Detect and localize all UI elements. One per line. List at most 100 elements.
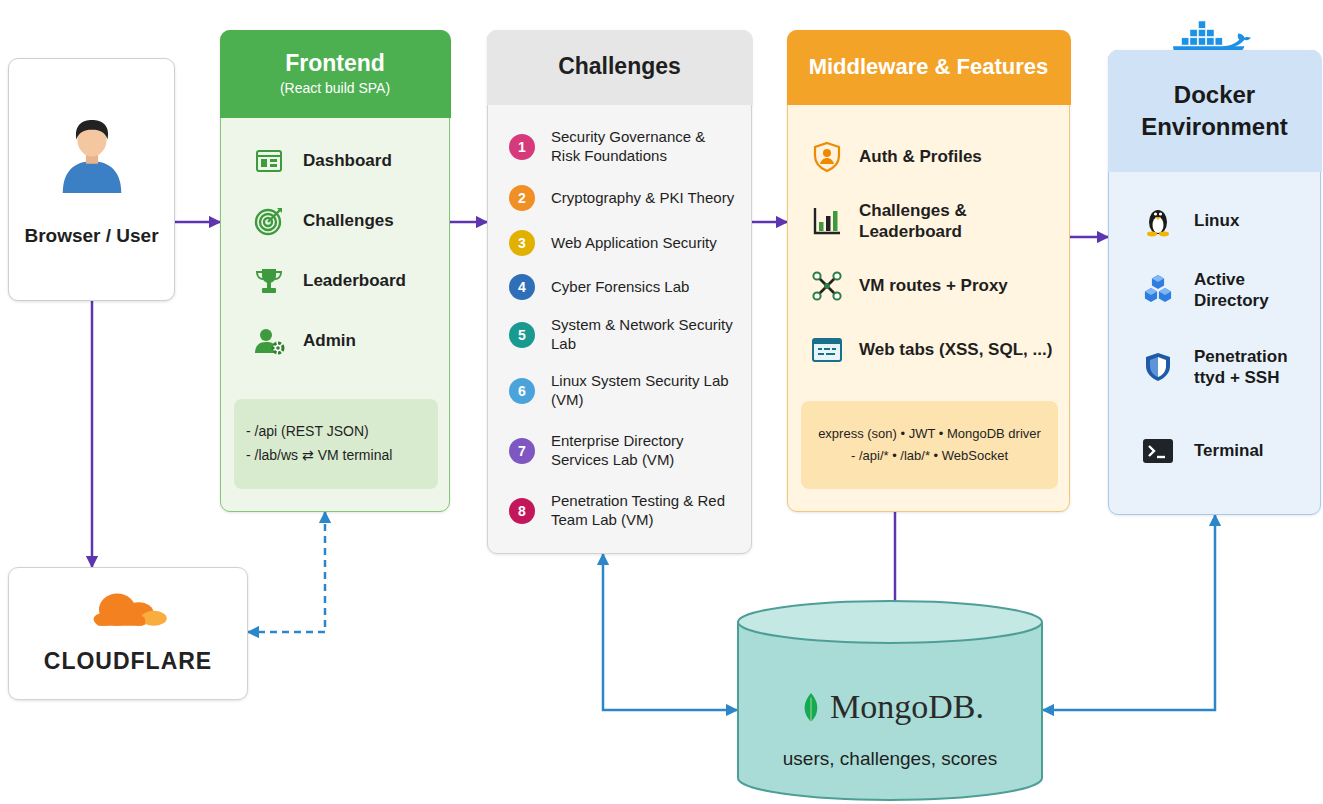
item-label: Penetration Testing & Red Team Lab (VM) (551, 492, 736, 530)
icon-part (141, 611, 167, 626)
icon-part (268, 210, 280, 222)
docker-panel: Docker EnvironmentLinuxActive DirectoryP… (1108, 50, 1321, 515)
label-wrap: CLOUDFLARE (13, 648, 243, 675)
icon-part (94, 613, 113, 626)
icon-part (1207, 29, 1214, 36)
icon-part (824, 283, 830, 289)
target-icon (253, 205, 285, 237)
icon-part (833, 292, 840, 299)
panel-title: Frontend (285, 49, 385, 79)
item-label: VM routes + Proxy (859, 275, 1008, 296)
icon-part (1145, 288, 1157, 302)
item-label: Cryptography & PKI Theory (551, 189, 734, 208)
icon-part (813, 272, 820, 279)
connector-arrow (752, 221, 787, 224)
icon-part (1145, 288, 1157, 295)
item-icon (253, 145, 285, 177)
item-icon (1142, 274, 1174, 306)
term-icon (1142, 435, 1174, 467)
panel-title: Docker Environment (1118, 79, 1312, 141)
callout-number: 5 (518, 328, 526, 342)
item-row: Leaderboard (303, 270, 441, 291)
item-label: Terminal (1194, 440, 1264, 461)
item-icon (1142, 351, 1174, 383)
icon-part (257, 272, 281, 279)
icon-part (820, 158, 834, 164)
icon-part (1149, 446, 1154, 456)
icon-part (277, 208, 282, 213)
icon-part (261, 159, 267, 167)
icon-part (1147, 232, 1157, 237)
linux-icon (1142, 205, 1174, 237)
item-icon (1142, 205, 1174, 237)
icon-part (1198, 21, 1205, 28)
cylinder-top (738, 601, 1042, 643)
icon-part (270, 159, 277, 162)
icon-part (1159, 288, 1171, 295)
icon-part (1157, 456, 1165, 458)
callout-number: 6 (509, 378, 535, 404)
icon-part (826, 216, 831, 231)
item-label: Active Directory (1194, 269, 1312, 312)
item-label: Admin (303, 330, 356, 351)
icon-part (813, 292, 820, 299)
callout-number: 4 (509, 274, 535, 300)
web-icon (811, 334, 843, 366)
icon-part (813, 339, 841, 344)
item-row: Security Governance & Risk Foundations (551, 128, 736, 166)
icon-part (1158, 357, 1166, 377)
dash-icon (253, 145, 285, 177)
item-label: Auth & Profiles (859, 146, 982, 167)
callout-number: 1 (509, 134, 535, 160)
logo-text: CLOUDFLARE (13, 648, 243, 675)
route-note: express (son) • JWT • MongoDB driver (813, 423, 1046, 445)
callout-number: 7 (509, 438, 535, 464)
item-row: Penetration ttyd + SSH (1194, 346, 1306, 389)
connector-arrow (91, 301, 94, 567)
route-note: - /api (REST JSON) (246, 420, 426, 444)
admin-icon (253, 325, 285, 357)
icon-part (273, 343, 283, 353)
icon-part (62, 161, 121, 193)
icon-part (1159, 288, 1171, 302)
icon-part (823, 149, 831, 157)
item-row: Challenges (303, 210, 441, 231)
icon-part (1152, 275, 1164, 282)
item-icon (253, 265, 285, 297)
callout-number: 4 (518, 280, 526, 294)
icon-part (1190, 29, 1197, 36)
item-label: System & Network Security Lab (551, 316, 736, 354)
panel-subtitle: (React build SPA) (280, 79, 390, 97)
database-cylinder: MongoDB.users, challenges, scores (737, 600, 1043, 800)
icon-part (819, 222, 824, 231)
icon-part (1153, 217, 1164, 233)
ad-icon (1142, 274, 1174, 306)
callout-number: 8 (518, 504, 526, 518)
label-wrap: users, challenges, scores (745, 748, 1035, 770)
item-icon (811, 141, 843, 173)
item-row: Active Directory (1194, 269, 1312, 312)
icon-part (811, 698, 812, 722)
icon-part (1143, 439, 1173, 463)
connector-arrow (603, 554, 737, 710)
item-row: Penetration Testing & Red Team Lab (VM) (551, 492, 736, 530)
callout-number: 7 (518, 444, 526, 458)
item-row: Cyber Forensics Lab (551, 278, 736, 297)
item-row: Linux System Security Lab (VM) (551, 372, 736, 410)
icon-part (1155, 217, 1161, 220)
item-label: Security Governance & Risk Foundations (551, 128, 736, 166)
callout-number: 5 (509, 322, 535, 348)
item-label: Challenges & Leaderboard (859, 200, 1061, 243)
item-label: Leaderboard (303, 270, 406, 291)
icon-part (276, 346, 280, 350)
connector-arrow (248, 512, 325, 632)
connector-arrow (450, 221, 487, 224)
item-label: Linux System Security Lab (VM) (551, 372, 736, 410)
panel-header: Docker Environment (1108, 50, 1322, 172)
callout-number: 6 (518, 384, 526, 398)
db-contents: users, challenges, scores (745, 748, 1035, 770)
node-text: Browser / User (15, 225, 168, 247)
challenges-panel: 12345678ChallengesSecurity Governance & … (487, 30, 752, 554)
item-row: Dashboard (303, 150, 441, 171)
connector-arrow (175, 221, 220, 224)
